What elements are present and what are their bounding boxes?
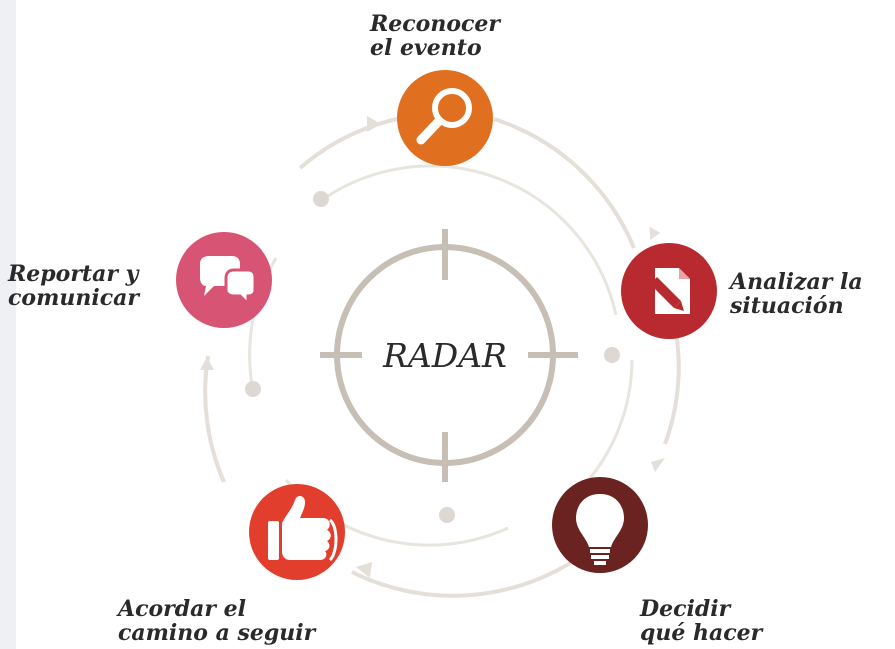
step-acordar-label-line2: camino a seguir — [118, 620, 316, 646]
step-analizar-label-line1: Analizar la — [730, 269, 863, 295]
left-panel-strip — [0, 0, 16, 649]
step-decidir-label-line1: Decidir — [640, 596, 731, 622]
step-reportar-label: Reportar y comunicar — [8, 262, 139, 310]
arrow-head-3 — [356, 562, 372, 578]
step-analizar-label-line2: situación — [730, 293, 844, 319]
thumbs-up-icon — [268, 496, 338, 562]
step-reconocer-label-line1: Reconocer — [370, 11, 501, 37]
ring-arc-4 — [203, 355, 226, 483]
step-reconocer-label: Reconocer el evento — [370, 12, 500, 60]
step-reportar-node — [176, 232, 272, 328]
step-decidir-node — [552, 477, 648, 573]
ring-arc-2 — [663, 331, 681, 445]
ring-dot-1 — [313, 191, 329, 207]
inner-arc-1 — [321, 164, 618, 316]
arrow-head-5 — [367, 116, 381, 132]
step-acordar-label: Acordar el camino a seguir — [118, 597, 315, 645]
step-analizar-label: Analizar la situación — [730, 270, 863, 318]
document-pencil-icon — [650, 268, 690, 314]
step-reportar-label-line2: comunicar — [8, 285, 139, 311]
step-acordar-node — [249, 484, 345, 580]
radar-title: RADAR — [362, 333, 528, 379]
arrow-head-4 — [200, 357, 214, 370]
arrow-head-1 — [649, 226, 661, 240]
ring-dot-2 — [604, 347, 620, 363]
step-reconocer-label-line2: el evento — [370, 35, 482, 61]
step-acordar-label-line1: Acordar el — [118, 596, 246, 622]
lightbulb-icon — [576, 494, 624, 565]
step-reportar-label-line1: Reportar y — [8, 261, 139, 287]
ring-dots — [245, 191, 620, 523]
arrow-head-2 — [651, 458, 665, 472]
step-reconocer-node — [397, 70, 493, 166]
step-reconocer-circle — [397, 70, 493, 166]
crosshair — [320, 229, 578, 482]
ring-dot-4 — [245, 381, 261, 397]
ring-arc-5 — [298, 117, 398, 170]
ring-dot-3 — [439, 507, 455, 523]
ring-arc-1 — [493, 117, 636, 249]
step-analizar-node — [621, 243, 717, 339]
magnifier-icon — [416, 88, 472, 145]
step-decidir-label-line2: qué hacer — [640, 620, 763, 646]
speech-bubbles-icon — [200, 256, 257, 308]
ring-arc-3 — [351, 558, 577, 598]
step-decidir-label: Decidir qué hacer — [640, 597, 762, 645]
cycle-arrows — [200, 116, 665, 578]
